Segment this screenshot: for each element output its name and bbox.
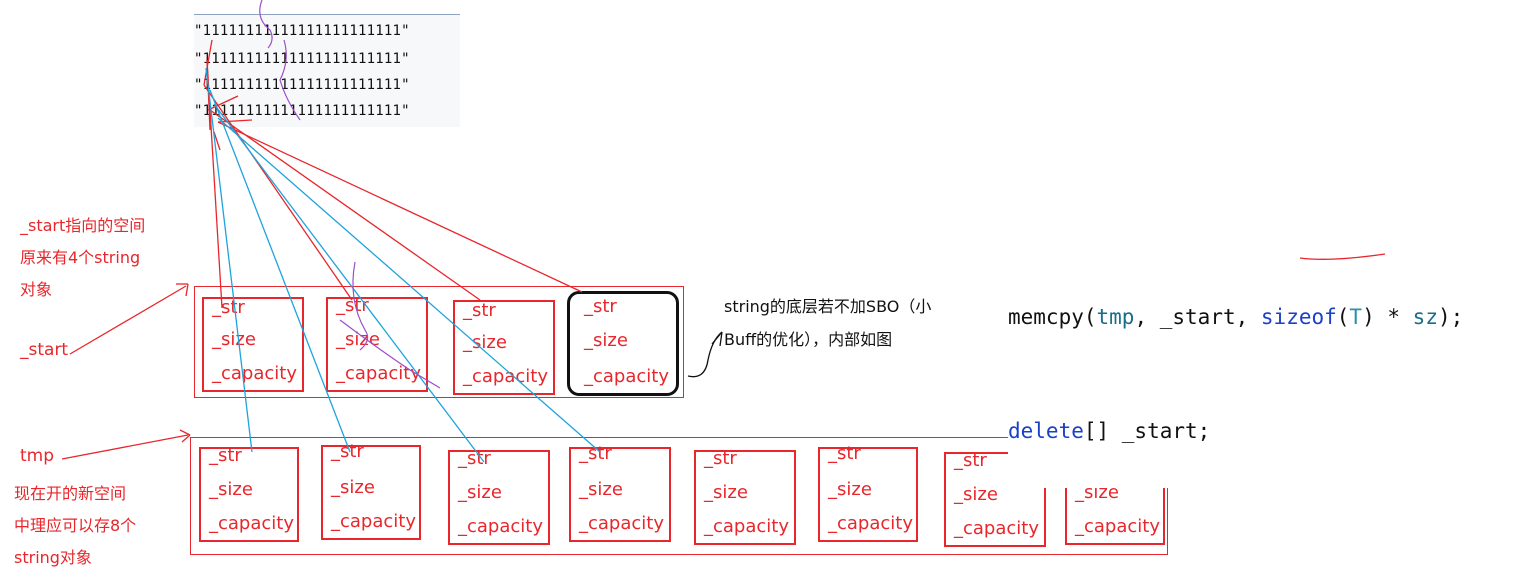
start-desc-line-3: 对象 bbox=[20, 280, 53, 299]
start-string-object: _str _size _capacity bbox=[326, 295, 428, 392]
start-desc-line-1: _start指向的空间 bbox=[20, 216, 146, 235]
field-size: _size bbox=[828, 479, 872, 500]
tmp-label: tmp bbox=[20, 446, 55, 466]
string-literal-2: "11111111111111111111111" bbox=[194, 51, 410, 67]
field-size: _size bbox=[463, 332, 507, 353]
field-capacity: _capacity bbox=[584, 366, 669, 387]
code-line-delete: delete[] _start; bbox=[1008, 419, 1211, 443]
start-array-box bbox=[194, 286, 684, 398]
note-arrow bbox=[687, 331, 723, 378]
start-desc-line-2: 原来有4个string bbox=[20, 248, 141, 267]
string-literal-1: "11111111111111111111111" bbox=[194, 23, 410, 39]
start-string-object: _str _size _capacity bbox=[202, 297, 304, 392]
start-string-object: _str _size _capacity bbox=[453, 300, 555, 395]
tmp-array-box bbox=[190, 437, 1168, 555]
field-str: _str bbox=[336, 295, 369, 316]
field-capacity: _capacity bbox=[704, 516, 789, 537]
field-str: _str bbox=[463, 300, 496, 321]
blue-pointer-lines bbox=[205, 67, 601, 463]
tmp-string-object: _str _size _capacity bbox=[569, 443, 671, 542]
tmp-string-object: _str _size _capacity bbox=[321, 441, 421, 540]
field-size: _size bbox=[331, 477, 375, 498]
field-size: _size bbox=[212, 329, 256, 350]
tmp-string-object: _str _size _capacity bbox=[448, 448, 550, 545]
highlighted-string-object: _str _size _capacity bbox=[567, 291, 679, 396]
field-size: _size bbox=[458, 482, 502, 503]
field-str: _str bbox=[212, 297, 245, 318]
field-capacity: _capacity bbox=[212, 363, 297, 384]
tmp-desc-line-3: string对象 bbox=[14, 548, 92, 567]
field-capacity: _capacity bbox=[1075, 516, 1160, 537]
field-capacity: _capacity bbox=[463, 366, 548, 387]
string-literal-3: "11111111111111111111111" bbox=[194, 77, 410, 93]
code-snippet: memcpy(tmp, _start, sizeof(T) * sz); del… bbox=[1008, 222, 1464, 488]
tmp-desc-line-2: 中理应可以存8个 bbox=[14, 516, 137, 535]
note-line-2: Buff的优化），内部如图 bbox=[724, 330, 893, 349]
field-size: _size bbox=[954, 484, 998, 505]
field-capacity: _capacity bbox=[579, 513, 664, 534]
note-line-1: string的底层若不加SBO（小 bbox=[724, 297, 932, 316]
field-capacity: _capacity bbox=[828, 513, 913, 534]
sbo-note: string的底层若不加SBO（小 Buff的优化），内部如图 bbox=[724, 290, 931, 356]
code-fn: memcpy bbox=[1008, 305, 1084, 329]
field-capacity: _capacity bbox=[458, 516, 543, 537]
field-str: _str bbox=[579, 443, 612, 464]
field-size: _size bbox=[584, 330, 628, 351]
start-description: _start指向的空间 原来有4个string 对象 bbox=[20, 210, 145, 306]
code-delete: delete bbox=[1008, 419, 1084, 443]
tmp-string-object: _str _size _capacity bbox=[944, 450, 1046, 547]
field-str: _str bbox=[331, 441, 364, 462]
code-sizeof: sizeof bbox=[1260, 305, 1337, 329]
field-capacity: _capacity bbox=[954, 518, 1039, 539]
tmp-desc-line-1: 现在开的新空间 bbox=[14, 484, 127, 503]
tmp-string-object: _str _size _capacity bbox=[199, 445, 299, 542]
code-line-memcpy: memcpy(tmp, _start, sizeof(T) * sz); bbox=[1008, 305, 1464, 329]
tmp-string-object: _str _size _capacity bbox=[818, 443, 918, 542]
field-str: _str bbox=[584, 296, 617, 317]
field-size: _size bbox=[704, 482, 748, 503]
field-capacity: _capacity bbox=[336, 363, 421, 384]
string-literal-4: "11111111111111111111111" bbox=[194, 103, 410, 119]
field-str: _str bbox=[458, 448, 491, 469]
field-str: _str bbox=[209, 445, 242, 466]
string-literal-list: "11111111111111111111111" "1111111111111… bbox=[194, 14, 460, 127]
field-str: _str bbox=[704, 448, 737, 469]
tmp-description: 现在开的新空间 中理应可以存8个 string对象 bbox=[14, 478, 136, 574]
red-pointer-lines bbox=[61, 39, 1386, 460]
field-size: _size bbox=[336, 329, 380, 350]
field-size: _size bbox=[209, 479, 253, 500]
field-capacity: _capacity bbox=[331, 511, 416, 532]
field-str: _str bbox=[828, 443, 861, 464]
purple-strike-marks bbox=[259, 0, 441, 389]
field-size: _size bbox=[579, 479, 623, 500]
field-str: _str bbox=[954, 450, 987, 471]
tmp-string-object: _str _size _capacity bbox=[694, 448, 796, 545]
field-capacity: _capacity bbox=[209, 513, 294, 534]
start-label: _start bbox=[20, 340, 69, 360]
